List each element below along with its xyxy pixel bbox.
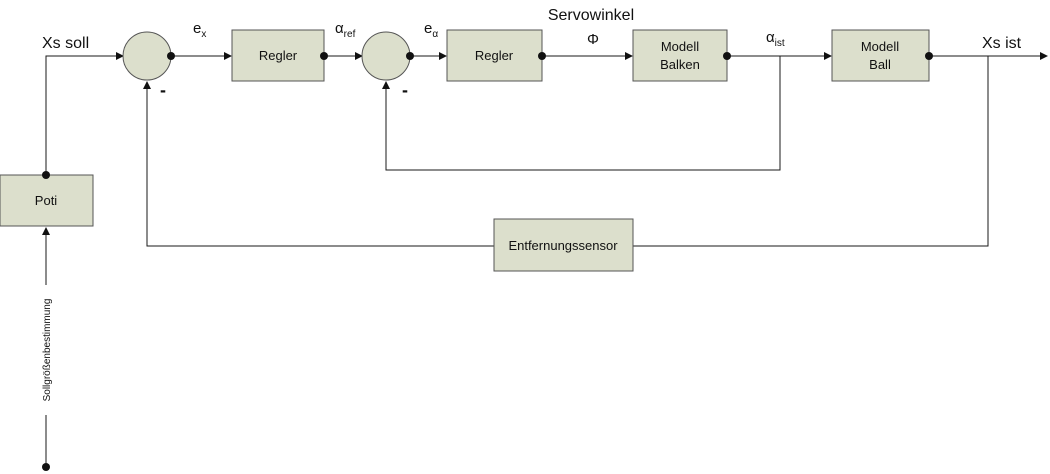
block-regler-position-label: Regler — [259, 48, 298, 63]
arrowhead-sum2-feedback — [382, 81, 390, 89]
node-modell-balken-out — [723, 52, 731, 60]
wires — [45, 55, 1041, 467]
label-ex-base: e — [193, 20, 201, 37]
label-e-alpha-base: e — [424, 20, 432, 37]
arrowhead-sum1-feedback — [143, 81, 151, 89]
connection-dots — [42, 52, 933, 471]
label-alpha-ist-sub: ist — [775, 38, 785, 49]
wire-outer-feedback-left — [146, 88, 494, 247]
block-modell-balken-line2: Balken — [660, 57, 700, 72]
label-ex: ex — [193, 20, 206, 40]
wire-inner-feedback — [385, 56, 781, 171]
label-alpha-ref-sub: ref — [344, 29, 356, 40]
label-phi: Φ — [587, 31, 599, 48]
block-modell-ball: Modell Ball — [831, 29, 930, 82]
label-e-alpha-sub: α — [432, 29, 438, 40]
block-poti: Poti — [0, 174, 94, 227]
label-servowinkel: Servowinkel — [548, 7, 634, 24]
block-entfernungssensor-label: Entfernungssensor — [508, 238, 618, 253]
arrowhead-modell-ball — [824, 52, 832, 60]
summing-junction-outer — [122, 31, 172, 81]
arrowhead-sum2 — [355, 52, 363, 60]
node-soll-start — [42, 463, 50, 471]
label-ex-sub: x — [201, 29, 206, 40]
block-modell-ball-line1: Modell — [861, 39, 899, 54]
node-regler2-out — [538, 52, 546, 60]
node-sum1-out — [167, 52, 175, 60]
summing-junction-inner — [361, 31, 411, 81]
node-modell-ball-out — [925, 52, 933, 60]
label-alpha-ist-base: α — [766, 29, 775, 46]
block-modell-ball-line2: Ball — [869, 57, 891, 72]
node-regler1-out — [320, 52, 328, 60]
block-poti-label: Poti — [35, 193, 58, 208]
soll-label-background — [38, 285, 54, 415]
label-alpha-ref: αref — [335, 20, 356, 40]
block-regler-winkel: Regler — [446, 29, 543, 82]
label-xs-soll: Xs soll — [42, 35, 89, 52]
arrowhead-output — [1040, 52, 1048, 60]
wire-outer-feedback-right — [633, 56, 989, 247]
arrowhead-sum1 — [116, 52, 124, 60]
label-sum2-minus: - — [402, 80, 408, 100]
arrowhead-poti-input — [42, 227, 50, 235]
block-modell-balken-line1: Modell — [661, 39, 699, 54]
block-modell-balken: Modell Balken — [632, 29, 728, 82]
block-regler-winkel-label: Regler — [475, 48, 514, 63]
arrowhead-regler2 — [439, 52, 447, 60]
node-sum2-out — [406, 52, 414, 60]
label-alpha-ist: αist — [766, 29, 785, 49]
label-e-alpha: eα — [424, 20, 438, 40]
signal-labels: Xs soll ex αref eα Servowinkel Φ αist Xs… — [38, 7, 1022, 415]
block-entfernungssensor: Entfernungssensor — [493, 218, 634, 272]
node-poti-out — [42, 171, 50, 179]
block-regler-position: Regler — [231, 29, 325, 82]
label-sum1-minus: - — [160, 80, 166, 100]
label-sollgroessenbestimmung: Sollgrößenbestimmung — [42, 299, 53, 402]
arrowheads — [42, 52, 1048, 235]
wire-xs-soll — [45, 55, 118, 175]
arrowhead-modell-balken — [625, 52, 633, 60]
label-alpha-ref-base: α — [335, 20, 344, 37]
label-xs-ist: Xs ist — [982, 35, 1022, 52]
arrowhead-regler1 — [224, 52, 232, 60]
